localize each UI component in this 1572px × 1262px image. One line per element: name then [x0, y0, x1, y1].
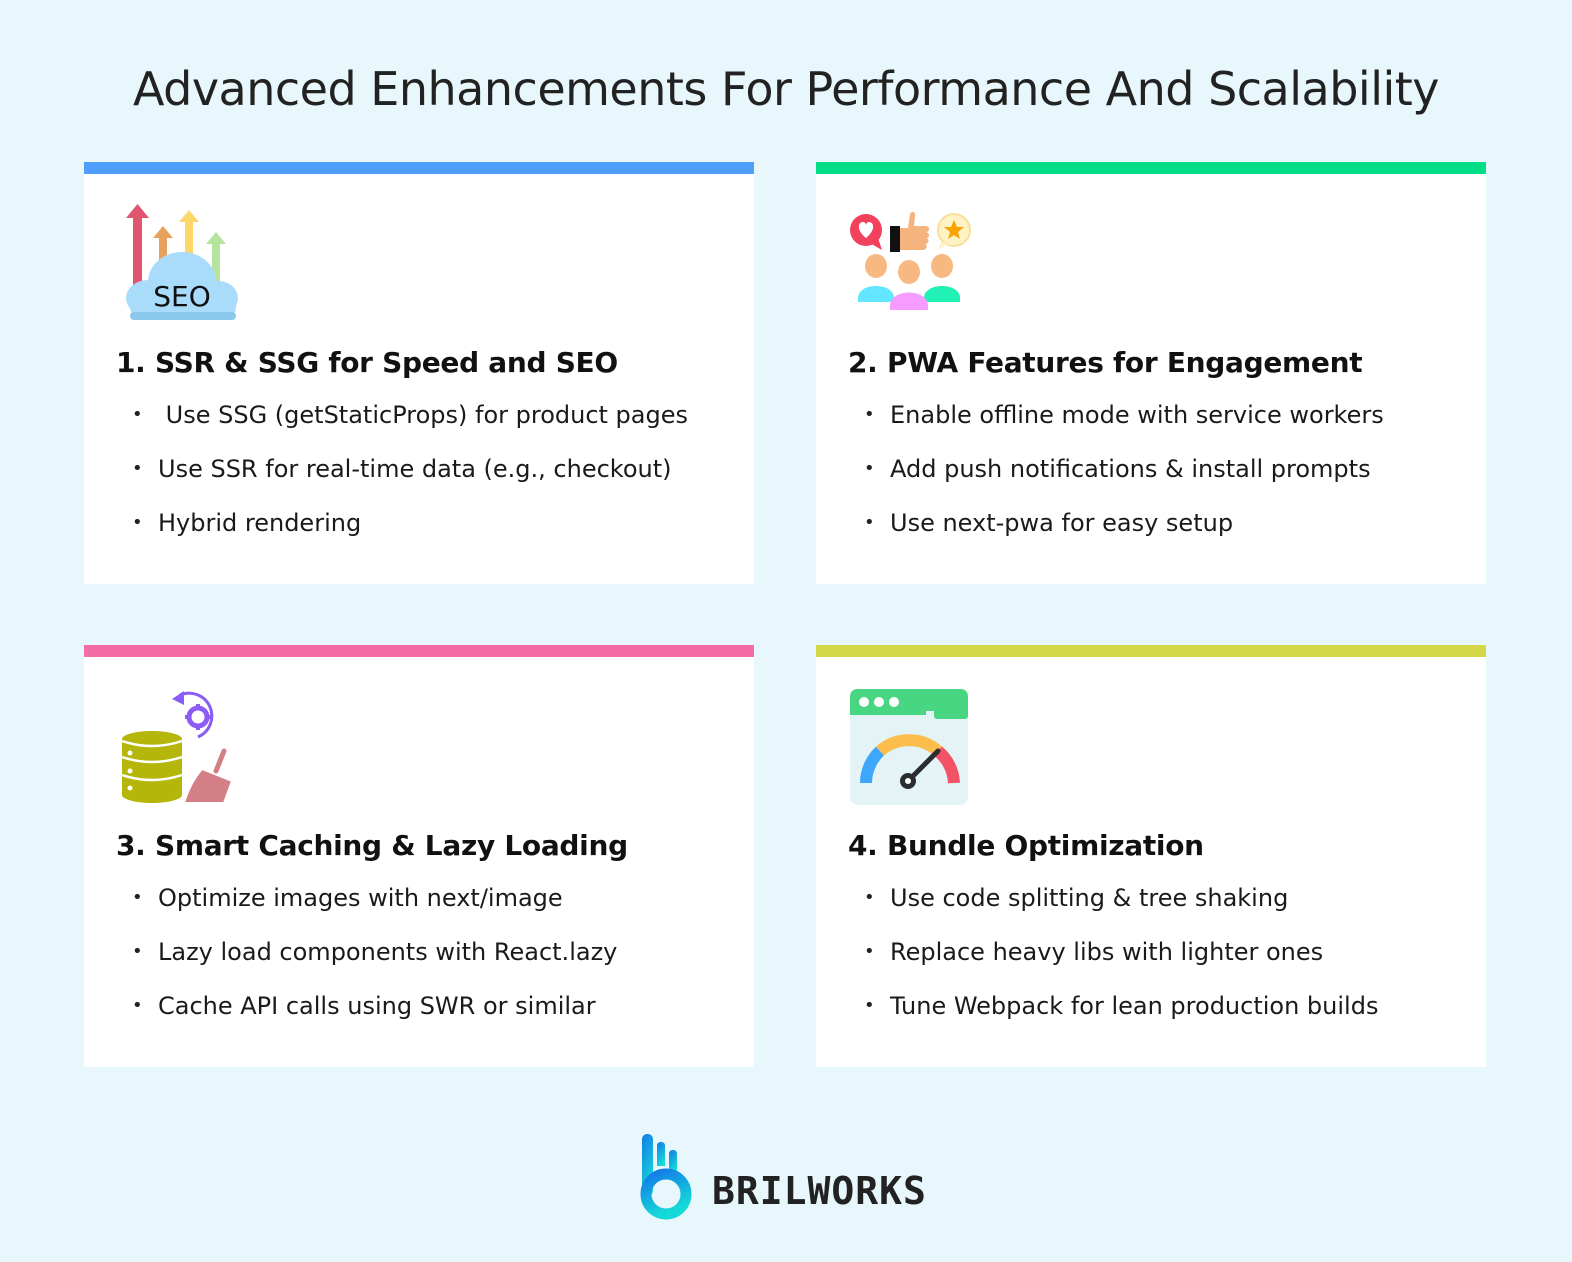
brilworks-logo-icon	[640, 1132, 692, 1227]
card-accent-bar	[84, 645, 754, 657]
bullet-list: •Optimize images with next/image •Lazy l…	[132, 883, 617, 1045]
bullet-icon: •	[864, 404, 875, 425]
brand-name: BRILWORKS	[712, 1168, 927, 1213]
bullet-icon: •	[864, 941, 875, 962]
list-item: •Enable offline mode with service worker…	[864, 401, 1384, 429]
card-title: 3. Smart Caching & Lazy Loading	[116, 829, 628, 862]
list-item: • Use SSG (getStaticProps) for product p…	[132, 401, 689, 429]
bullet-icon: •	[864, 995, 875, 1016]
bullet-list: •Enable offline mode with service worker…	[864, 400, 1384, 562]
brand-logo: BRILWORKS	[640, 1132, 927, 1227]
list-item: •Hybrid rendering	[132, 509, 362, 537]
list-item: •Use SSR for real-time data (e.g., check…	[132, 455, 672, 483]
card-accent-bar	[816, 645, 1486, 657]
card-pwa-features: 2. PWA Features for Engagement •Enable o…	[816, 162, 1486, 584]
list-item: •Optimize images with next/image	[132, 884, 563, 912]
database-cache-icon	[114, 685, 246, 805]
speed-gauge-icon	[846, 685, 978, 805]
card-bundle-optimization: 4. Bundle Optimization •Use code splitti…	[816, 645, 1486, 1067]
card-title: 4. Bundle Optimization	[848, 829, 1204, 862]
bullet-list: •Use code splitting & tree shaking •Repl…	[864, 883, 1378, 1045]
bullet-icon: •	[864, 458, 875, 479]
list-item: •Lazy load components with React.lazy	[132, 938, 618, 966]
seo-cloud-icon: SEO	[114, 202, 246, 322]
bullet-icon: •	[132, 887, 143, 908]
card-accent-bar	[816, 162, 1486, 174]
card-title: 1. SSR & SSG for Speed and SEO	[116, 346, 618, 379]
list-item: •Replace heavy libs with lighter ones	[864, 938, 1324, 966]
bullet-icon: •	[132, 458, 143, 479]
card-accent-bar	[84, 162, 754, 174]
card-smart-caching: 3. Smart Caching & Lazy Loading •Optimiz…	[84, 645, 754, 1067]
page-title: Advanced Enhancements For Performance An…	[132, 62, 1440, 116]
list-item: •Add push notifications & install prompt…	[864, 455, 1371, 483]
card-title: 2. PWA Features for Engagement	[848, 346, 1363, 379]
bullet-list: • Use SSG (getStaticProps) for product p…	[132, 400, 688, 562]
list-item: •Tune Webpack for lean production builds	[864, 992, 1379, 1020]
user-engagement-icon	[846, 202, 978, 322]
list-item: •Use next-pwa for easy setup	[864, 509, 1234, 537]
bullet-icon: •	[864, 512, 875, 533]
bullet-icon: •	[864, 887, 875, 908]
card-ssr-ssg: SEO 1. SSR & SSG for Speed and SEO • Use…	[84, 162, 754, 584]
list-item: •Use code splitting & tree shaking	[864, 884, 1289, 912]
bullet-icon: •	[132, 512, 143, 533]
bullet-icon: •	[132, 941, 143, 962]
bullet-icon: •	[132, 404, 143, 425]
list-item: •Cache API calls using SWR or similar	[132, 992, 596, 1020]
bullet-icon: •	[132, 995, 143, 1016]
svg-text:SEO: SEO	[153, 280, 211, 313]
